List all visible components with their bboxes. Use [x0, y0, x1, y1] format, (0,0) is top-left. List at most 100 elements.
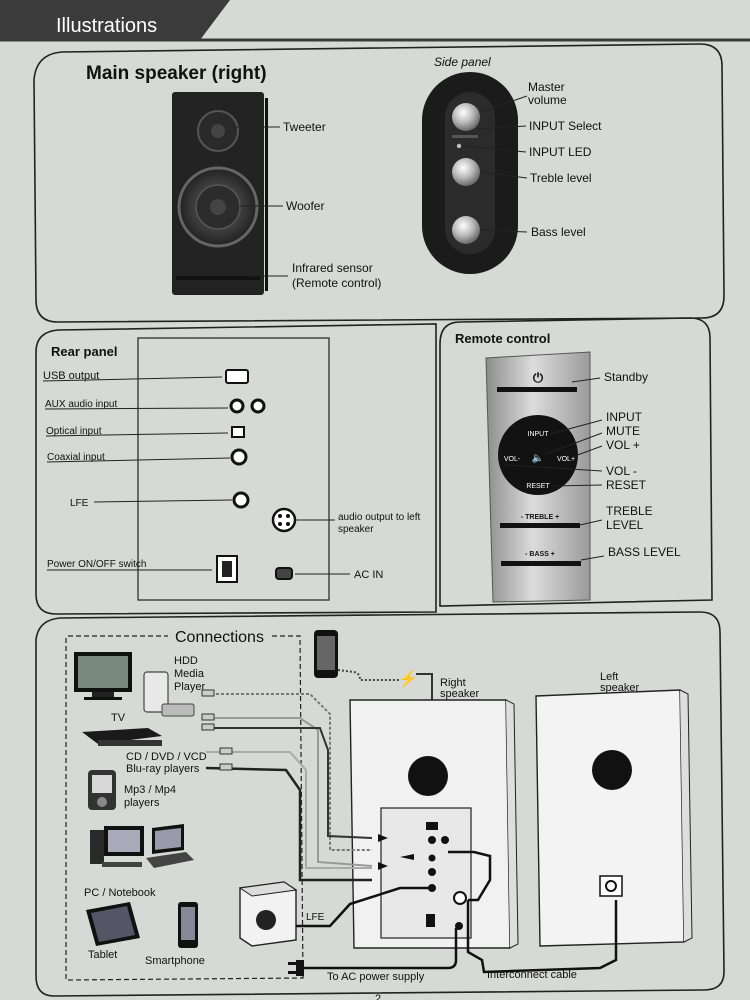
vol-plus-button-label: VOL+ — [557, 456, 575, 463]
optical-port-icon — [231, 426, 245, 438]
main-speaker-title: Main speaker (right) — [86, 63, 267, 84]
nav-ring-button[interactable] — [498, 415, 578, 495]
right-speaker-sublabel: speaker — [440, 688, 479, 700]
treble-level-sublabel: LEVEL — [606, 518, 644, 532]
tv-label: TV — [111, 712, 126, 724]
left-speaker-illustration — [535, 689, 693, 947]
mp3-sublabel: players — [124, 797, 160, 809]
cd-dvd-label: CD / DVD / VCD — [126, 751, 207, 763]
reset-button-label: RESET — [526, 483, 550, 490]
tweeter-label: Tweeter — [283, 120, 326, 134]
standby-label: Standby — [604, 370, 648, 384]
reset-label: RESET — [606, 478, 647, 492]
notebook-icon — [146, 824, 194, 868]
tablet-label: Tablet — [88, 949, 117, 961]
tv-icon — [74, 652, 132, 700]
pc-notebook-label: PC / Notebook — [84, 887, 156, 899]
connections-section: Connections TV HDD Media Player CD / DVD… — [35, 611, 725, 997]
rear-panel-title: Rear panel — [51, 344, 117, 359]
subwoofer-icon — [238, 881, 298, 947]
power-icon[interactable]: ⏻ — [533, 370, 544, 385]
right-speaker-woofer-icon — [408, 756, 448, 796]
right-usb-port-icon — [426, 822, 438, 830]
ac-in-label: AC IN — [354, 569, 383, 581]
phone-charging-icon — [314, 630, 338, 678]
right-speaker-illustration — [349, 699, 519, 949]
header: Illustrations — [0, 0, 750, 42]
aux-input-label: AUX audio input — [45, 399, 117, 410]
page-number: 2 — [375, 993, 381, 1000]
usb-output-label: USB output — [43, 370, 99, 382]
ac-in-socket-icon — [275, 567, 293, 580]
master-volume-label: Master — [528, 80, 565, 94]
lfe-label: LFE — [70, 498, 89, 509]
right-speaker-out-connector-icon — [453, 891, 467, 905]
treble-bar-label: - TREBLE + — [521, 514, 559, 521]
treble-level-label: TREBLE — [606, 504, 653, 518]
aux-left-jack-icon — [229, 398, 245, 414]
bass-level-label: Bass level — [531, 225, 586, 239]
bass-bar-label: - BASS + — [525, 551, 555, 558]
main-speaker-panel: Main speaker (right) Tweeter Woofer Infr… — [33, 43, 725, 323]
power-switch-label: Power ON/OFF switch — [47, 559, 146, 570]
treble-level-label: Treble level — [530, 171, 592, 185]
infrared-sensor-label: Infrared sensor — [292, 261, 373, 275]
input-led-label: INPUT LED — [529, 145, 592, 159]
vol-minus-button-label: VOL- — [504, 456, 521, 463]
right-power-switch-icon — [426, 914, 435, 927]
input-button-label: INPUT — [528, 431, 550, 438]
ac-power-supply-label: To AC power supply — [327, 971, 425, 983]
audio-output-sublabel: speaker — [338, 524, 374, 535]
left-speaker-label: Left — [600, 671, 618, 683]
treble-knob-icon — [452, 158, 480, 186]
mute-label: MUTE — [606, 424, 640, 438]
input-led-icon — [456, 143, 462, 149]
infrared-sensor-sublabel: (Remote control) — [292, 276, 381, 290]
source-cables — [201, 689, 414, 882]
main-speaker-illustration — [172, 92, 268, 295]
bass-knob-icon — [452, 216, 480, 244]
left-speaker-input-connector-icon — [605, 880, 617, 892]
smartphone-label: Smartphone — [145, 955, 205, 967]
mp3-label: Mp3 / Mp4 — [124, 784, 176, 796]
dvd-player-icon — [82, 728, 162, 746]
interconnect-cable-label: Interconnect cable — [487, 969, 577, 981]
coaxial-input-label: Coaxial input — [47, 452, 105, 463]
hdd-label: HDD — [174, 655, 198, 667]
usb-charge-lightning-icon: ⚡ — [398, 669, 418, 688]
hdd-sublabel: Media — [174, 668, 205, 680]
connection-arrow-icon — [400, 854, 414, 860]
right-speaker-label: Right — [440, 677, 466, 689]
treble-button[interactable] — [500, 523, 580, 528]
left-speaker-woofer-icon — [592, 750, 632, 790]
side-panel-title: Side panel — [434, 55, 491, 69]
pc-icon — [90, 826, 144, 867]
rear-panel-section: Rear panel USB output AUX audio input Op… — [35, 323, 437, 615]
woofer-label: Woofer — [286, 199, 324, 213]
input-select-label: INPUT Select — [529, 119, 602, 133]
lfe-connection-label: LFE — [306, 912, 325, 923]
input-label: INPUT — [606, 410, 643, 424]
optical-input-label: Optical input — [46, 426, 102, 437]
audio-output-label: audio output to left — [338, 512, 421, 523]
side-panel-illustration — [422, 72, 518, 274]
connections-title: Connections — [175, 629, 264, 646]
vol-minus-label: VOL - — [606, 464, 637, 478]
standby-button[interactable] — [497, 387, 577, 392]
usb-port-icon — [225, 369, 249, 384]
remote-illustration: ⏻ INPUT VOL- VOL+ 🔈 RESET - TREBLE + - B… — [485, 351, 591, 603]
coaxial-jack-icon — [230, 448, 248, 466]
smartphone-icon — [178, 902, 198, 948]
hdd-sublabel-2: Player — [174, 681, 206, 693]
mute-speaker-icon[interactable]: 🔈 — [532, 453, 544, 464]
tablet-icon — [86, 902, 140, 946]
lfe-jack-icon — [232, 491, 250, 509]
master-volume-knob-icon — [452, 103, 480, 131]
bass-button[interactable] — [501, 561, 581, 566]
master-volume-sublabel: volume — [528, 93, 567, 107]
ac-plug-icon — [288, 960, 304, 976]
hdd-media-player-icon — [143, 671, 195, 717]
rear-panel-outline — [137, 337, 330, 601]
